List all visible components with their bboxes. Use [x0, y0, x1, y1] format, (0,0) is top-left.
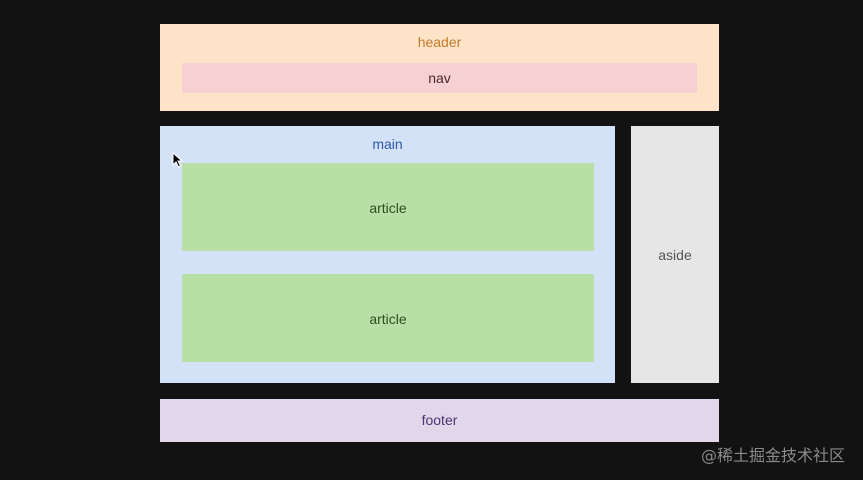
nav-label: nav: [428, 70, 451, 86]
article-block-1: article: [182, 163, 594, 251]
mouse-cursor-icon: [172, 152, 184, 168]
article-label-1: article: [369, 200, 407, 216]
article-block-2: article: [182, 274, 594, 362]
aside-block: aside: [631, 126, 719, 383]
footer-label: footer: [421, 412, 458, 428]
aside-label: aside: [658, 247, 692, 263]
article-label-2: article: [369, 311, 407, 327]
nav-block: nav: [182, 63, 697, 93]
footer-block: footer: [160, 399, 719, 442]
header-label: header: [417, 34, 462, 50]
main-label: main: [372, 136, 403, 152]
watermark-text: @稀土掘金技术社区: [700, 446, 845, 465]
